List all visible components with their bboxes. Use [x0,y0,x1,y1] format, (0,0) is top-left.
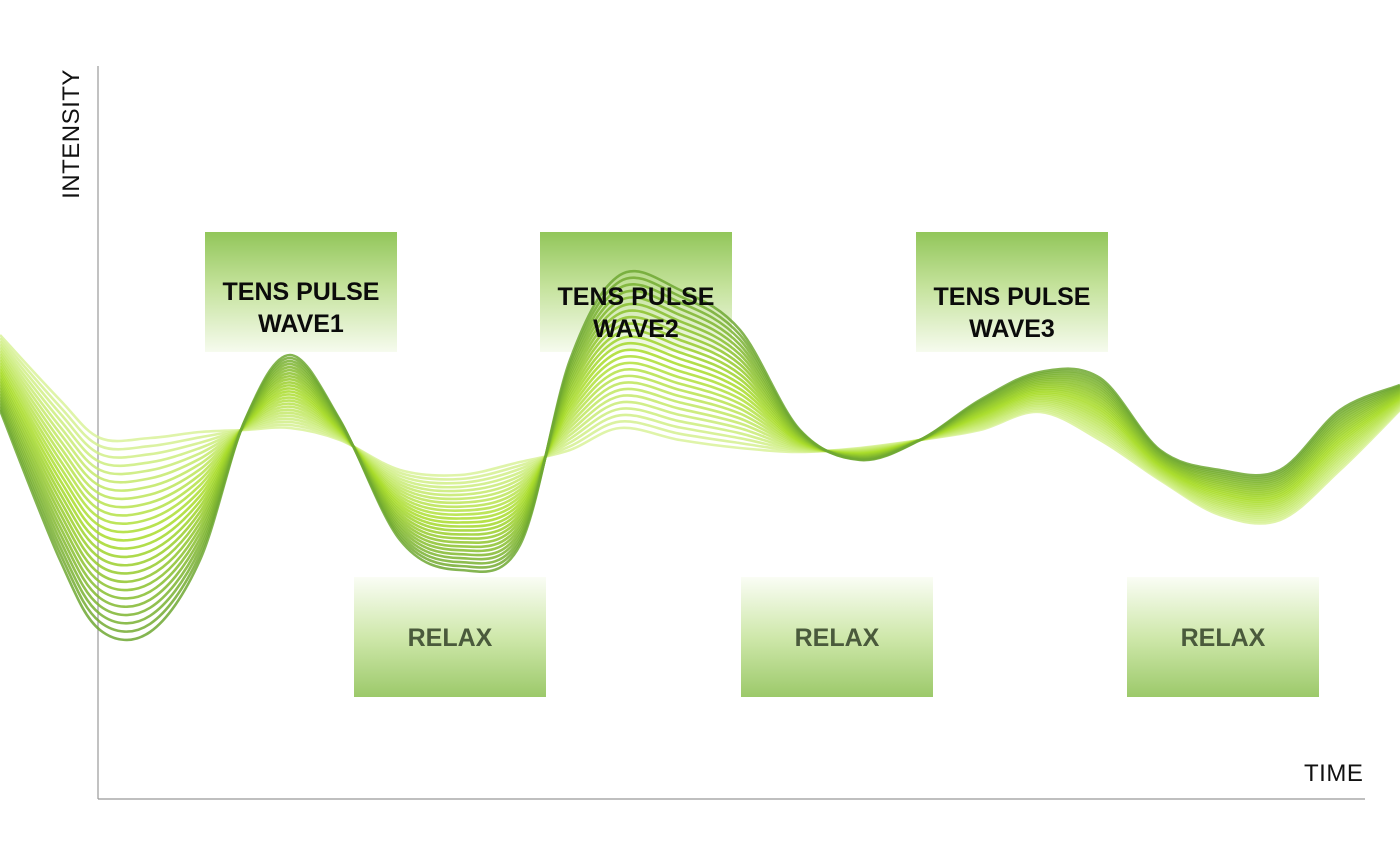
wave-line [0,276,1400,633]
y-axis-label: INTENSITY [58,69,85,199]
relax-box-1 [354,577,546,697]
tens-pulse-wave1-box [205,232,397,352]
tens-pulse-wave3-box [916,232,1108,352]
relax-box-2 [741,577,933,697]
x-axis-label: TIME [1304,760,1364,787]
wave-line [0,269,1400,642]
wave-lines [0,269,1400,642]
relax-box-3 [1127,577,1319,697]
